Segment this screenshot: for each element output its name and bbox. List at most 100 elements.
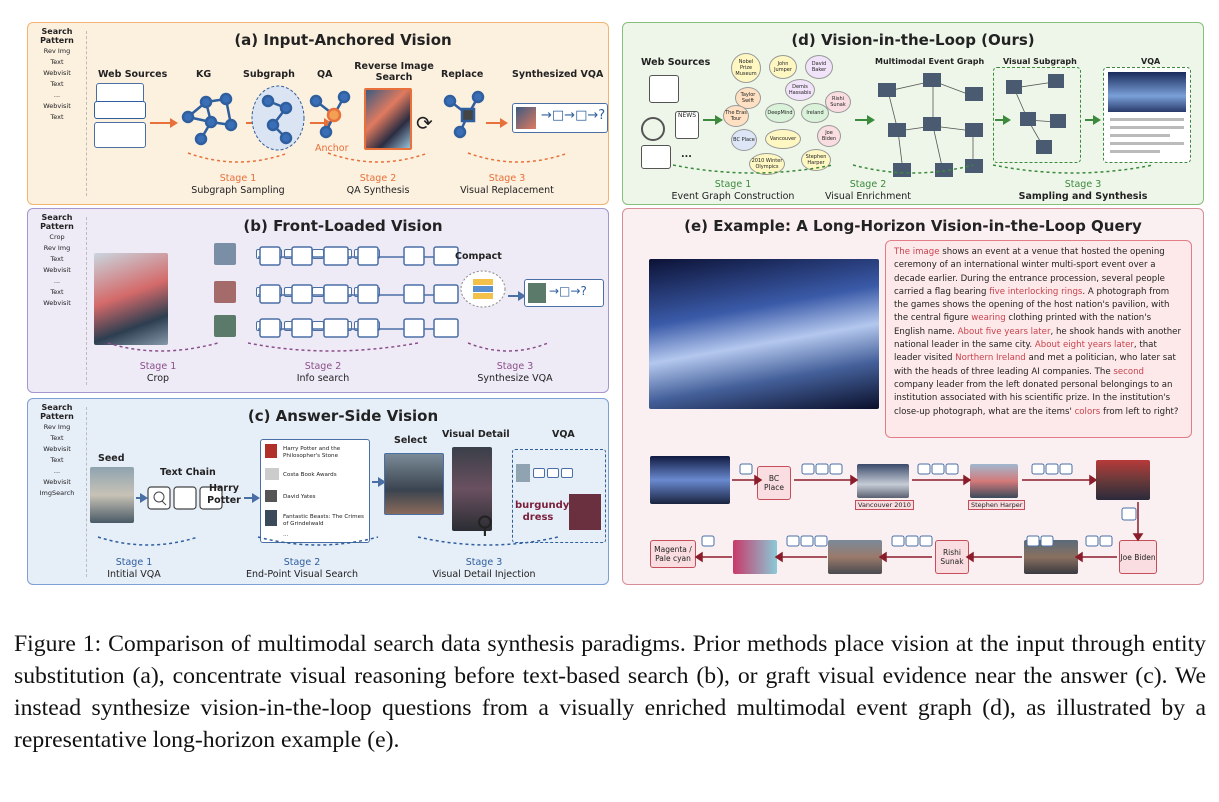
pattern-item: Crop (49, 233, 65, 241)
search-pattern-label: Search Pattern (40, 213, 74, 231)
pattern-item: Webvisit (43, 299, 71, 307)
node: Ireland (801, 103, 829, 123)
subgraph-icon (251, 85, 305, 151)
select-photo (384, 453, 444, 515)
chain-vancouver-label: Vancouver 2010 (855, 500, 914, 510)
replace-label: Replace (441, 69, 484, 80)
seed-label: Seed (98, 453, 125, 464)
pattern-item: Text (50, 255, 64, 263)
query-text: and met a politician, who later sat with… (894, 353, 1176, 377)
arrow (150, 118, 178, 128)
query-highlight: colors (1074, 406, 1101, 417)
crop-thumb (214, 243, 236, 265)
chain-glyph: →□→□→? (541, 108, 606, 123)
pattern-item: ... (53, 277, 61, 285)
vqa-thumb (528, 283, 546, 303)
arrow (310, 118, 332, 128)
search-rows-svg (258, 246, 459, 338)
text-line (1110, 126, 1184, 129)
select-label: Select (394, 435, 428, 446)
panel-e-title: (e) Example: A Long-Horizon Vision-in-th… (684, 217, 1142, 235)
panel-d: (d) Vision-in-the-Loop (Ours) Web Source… (622, 22, 1204, 205)
search-pattern-b: Search Pattern Crop Rev Img Text Webvisi… (32, 213, 82, 308)
search-pattern-label: Search Pattern (40, 403, 74, 421)
pattern-item: ImgSearch (39, 489, 75, 497)
pattern-item: Rev Img (43, 47, 71, 55)
event-graph-svg (878, 73, 983, 177)
chain-photo-concert (650, 456, 730, 504)
vqa-box (1103, 67, 1191, 163)
arrow (508, 291, 526, 301)
pattern-item: Text (50, 434, 64, 442)
panel-a: (a) Input-Anchored Vision Search Pattern… (27, 22, 609, 205)
chain-harper-label: Stephen Harper (968, 500, 1026, 510)
event-graph-label: Multimodal Event Graph (875, 57, 985, 66)
chain-photo-vancouver (857, 464, 909, 498)
pattern-item: Webvisit (43, 102, 71, 110)
result-thumb (265, 444, 277, 458)
chain-photo-items (733, 540, 777, 574)
chain-arrows-svg (694, 463, 1144, 563)
query-highlight: The image (894, 247, 940, 257)
query-highlight: five interlocking rings (989, 286, 1083, 297)
qa-graph-icon (309, 90, 351, 139)
wordpress-icon (94, 101, 146, 119)
panel-b: (b) Front-Loaded Vision Search Pattern C… (27, 208, 609, 393)
result-item: Costa Book Awards (283, 472, 337, 478)
query-highlight: second (1113, 366, 1145, 377)
chain-photo-sunak (828, 540, 882, 574)
text-line (1110, 118, 1184, 121)
divider (86, 407, 87, 577)
pattern-item: Text (50, 113, 64, 121)
text-line (1110, 142, 1184, 145)
pattern-item: Rev Img (43, 244, 71, 252)
vqa-chain (533, 468, 573, 478)
vqa-thumb (516, 464, 530, 482)
arrow (855, 115, 875, 125)
concert-photo (649, 259, 879, 409)
arrow (136, 493, 148, 503)
visual-subgraph-svg (1006, 74, 1066, 154)
web-sources-label: Web Sources (641, 57, 711, 68)
vqa-thumb (516, 107, 536, 129)
node: Demis Hassabis (785, 79, 815, 101)
divider (86, 31, 87, 196)
result-thumb (265, 490, 277, 502)
reverse-search-label: Reverse Image Search (354, 61, 434, 83)
arrow (1085, 115, 1101, 125)
magnifier-icon: ⚲ (476, 511, 494, 539)
divider (86, 217, 87, 385)
web-sources-label: Web Sources (98, 69, 168, 80)
pattern-item: Webvisit (43, 478, 71, 486)
query-highlight: wearing (971, 313, 1006, 324)
query-text: , that leader visited (894, 340, 1157, 364)
reverse-image (364, 88, 412, 150)
synth-vqa-label: Synthesized VQA (512, 69, 604, 80)
compact-label: Compact (455, 251, 502, 262)
figure-caption: Figure 1: Comparison of multimodal searc… (14, 631, 1206, 753)
node: The Eras Tour (723, 105, 749, 127)
visual-detail-label: Visual Detail (442, 429, 510, 440)
text-chain-icons (147, 486, 223, 510)
stage-brackets (187, 152, 569, 163)
node: Rishi Sunak (825, 91, 851, 113)
query-text-box: The image shows an event at a venue that… (885, 240, 1192, 438)
arrow (244, 493, 260, 503)
panel-b-title: (b) Front-Loaded Vision (243, 217, 443, 235)
pattern-item: Text (50, 456, 64, 464)
node: DeepMind (765, 103, 795, 123)
event-graph-nodes: Nobel Prize Museum John Jumper David Bak… (721, 49, 851, 183)
query-highlight: About eight years later (1034, 340, 1134, 351)
result-thumb (265, 510, 277, 526)
search-pattern-c: Search Pattern Rev Img Text Webvisit Tex… (32, 403, 82, 498)
stage-brackets (107, 342, 549, 352)
panel-a-title: (a) Input-Anchored Vision (234, 31, 452, 49)
web-page-icon (96, 83, 144, 103)
query-text: clothing printed with the nation's Engli… (894, 313, 1152, 337)
stage-brackets (672, 164, 1154, 174)
